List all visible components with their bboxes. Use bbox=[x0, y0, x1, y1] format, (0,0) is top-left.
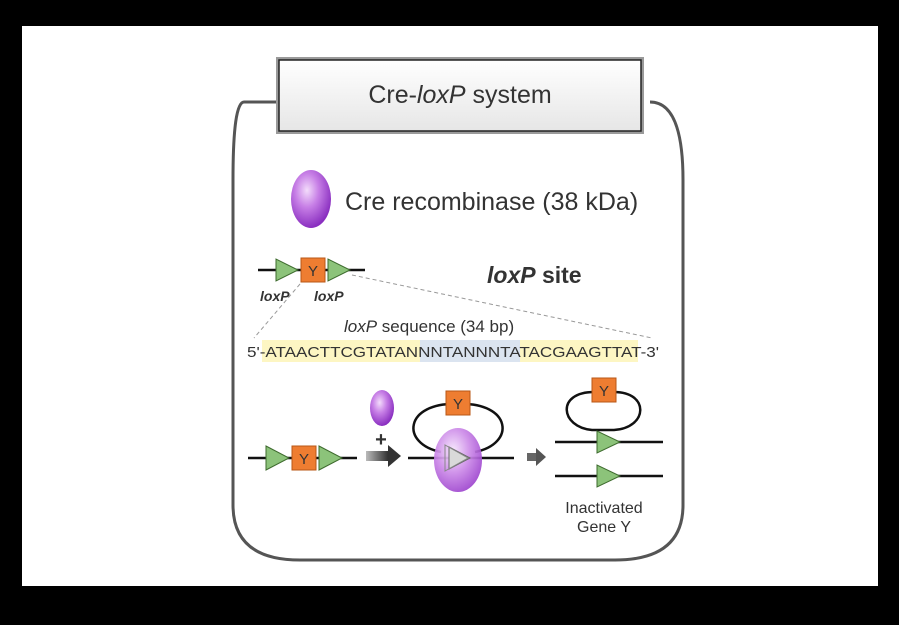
gene-y-box bbox=[591, 377, 617, 403]
title-text: Cre-loxP system bbox=[368, 81, 551, 109]
cre-recombinase-icon bbox=[370, 390, 394, 426]
result-label: Gene Y bbox=[577, 519, 631, 536]
zoom-guide-line bbox=[253, 283, 301, 339]
plus-sign: + bbox=[375, 429, 387, 451]
process-arrow-icon bbox=[527, 448, 546, 466]
svg-text:Y: Y bbox=[299, 451, 309, 468]
loxp-sequence-heading: loxP sequence (34 bp) bbox=[344, 317, 514, 336]
zoom-guide-line bbox=[351, 274, 653, 339]
cre-recombinase-icon bbox=[291, 170, 331, 228]
loxp-site-construct: Y bbox=[258, 257, 365, 283]
gene-y-box bbox=[445, 390, 471, 416]
left-arm-highlight bbox=[262, 340, 420, 362]
starting-construct: Y bbox=[248, 445, 357, 471]
loxp-arrow-label: loxP bbox=[260, 288, 290, 304]
loxp-arrow-icon bbox=[265, 445, 291, 471]
svg-text:Y: Y bbox=[453, 396, 463, 413]
loxp-site-label: loxP site bbox=[487, 262, 582, 288]
title-box: Cre-loxP system bbox=[276, 57, 644, 134]
loxp-arrow-icon bbox=[444, 444, 470, 472]
cre-recombinase-label: Cre recombinase (38 kDa) bbox=[345, 188, 638, 216]
gene-y-box bbox=[291, 445, 317, 471]
svg-text:Y: Y bbox=[308, 263, 318, 280]
process-arrow-icon bbox=[366, 445, 401, 467]
loxp-arrow-icon bbox=[448, 446, 472, 470]
svg-text:Y: Y bbox=[599, 383, 609, 400]
loxp-arrow-icon bbox=[318, 445, 344, 471]
loxp-arrow-label: loxP bbox=[314, 288, 344, 304]
loxp-arrow-icon bbox=[596, 464, 622, 488]
loxp-arrow-icon bbox=[596, 430, 622, 454]
loxp-arrow-icon bbox=[275, 258, 300, 282]
spacer-highlight bbox=[420, 340, 520, 362]
loxp-arrow-icon bbox=[327, 258, 352, 282]
right-arm-highlight bbox=[520, 340, 638, 362]
system-frame bbox=[231, 100, 685, 562]
excised-circle: Y bbox=[555, 377, 663, 454]
remaining-strand bbox=[555, 464, 663, 488]
cre-bound-loop: Y bbox=[408, 390, 514, 492]
result-label: Inactivated bbox=[565, 500, 642, 517]
gene-y-box bbox=[300, 257, 326, 283]
